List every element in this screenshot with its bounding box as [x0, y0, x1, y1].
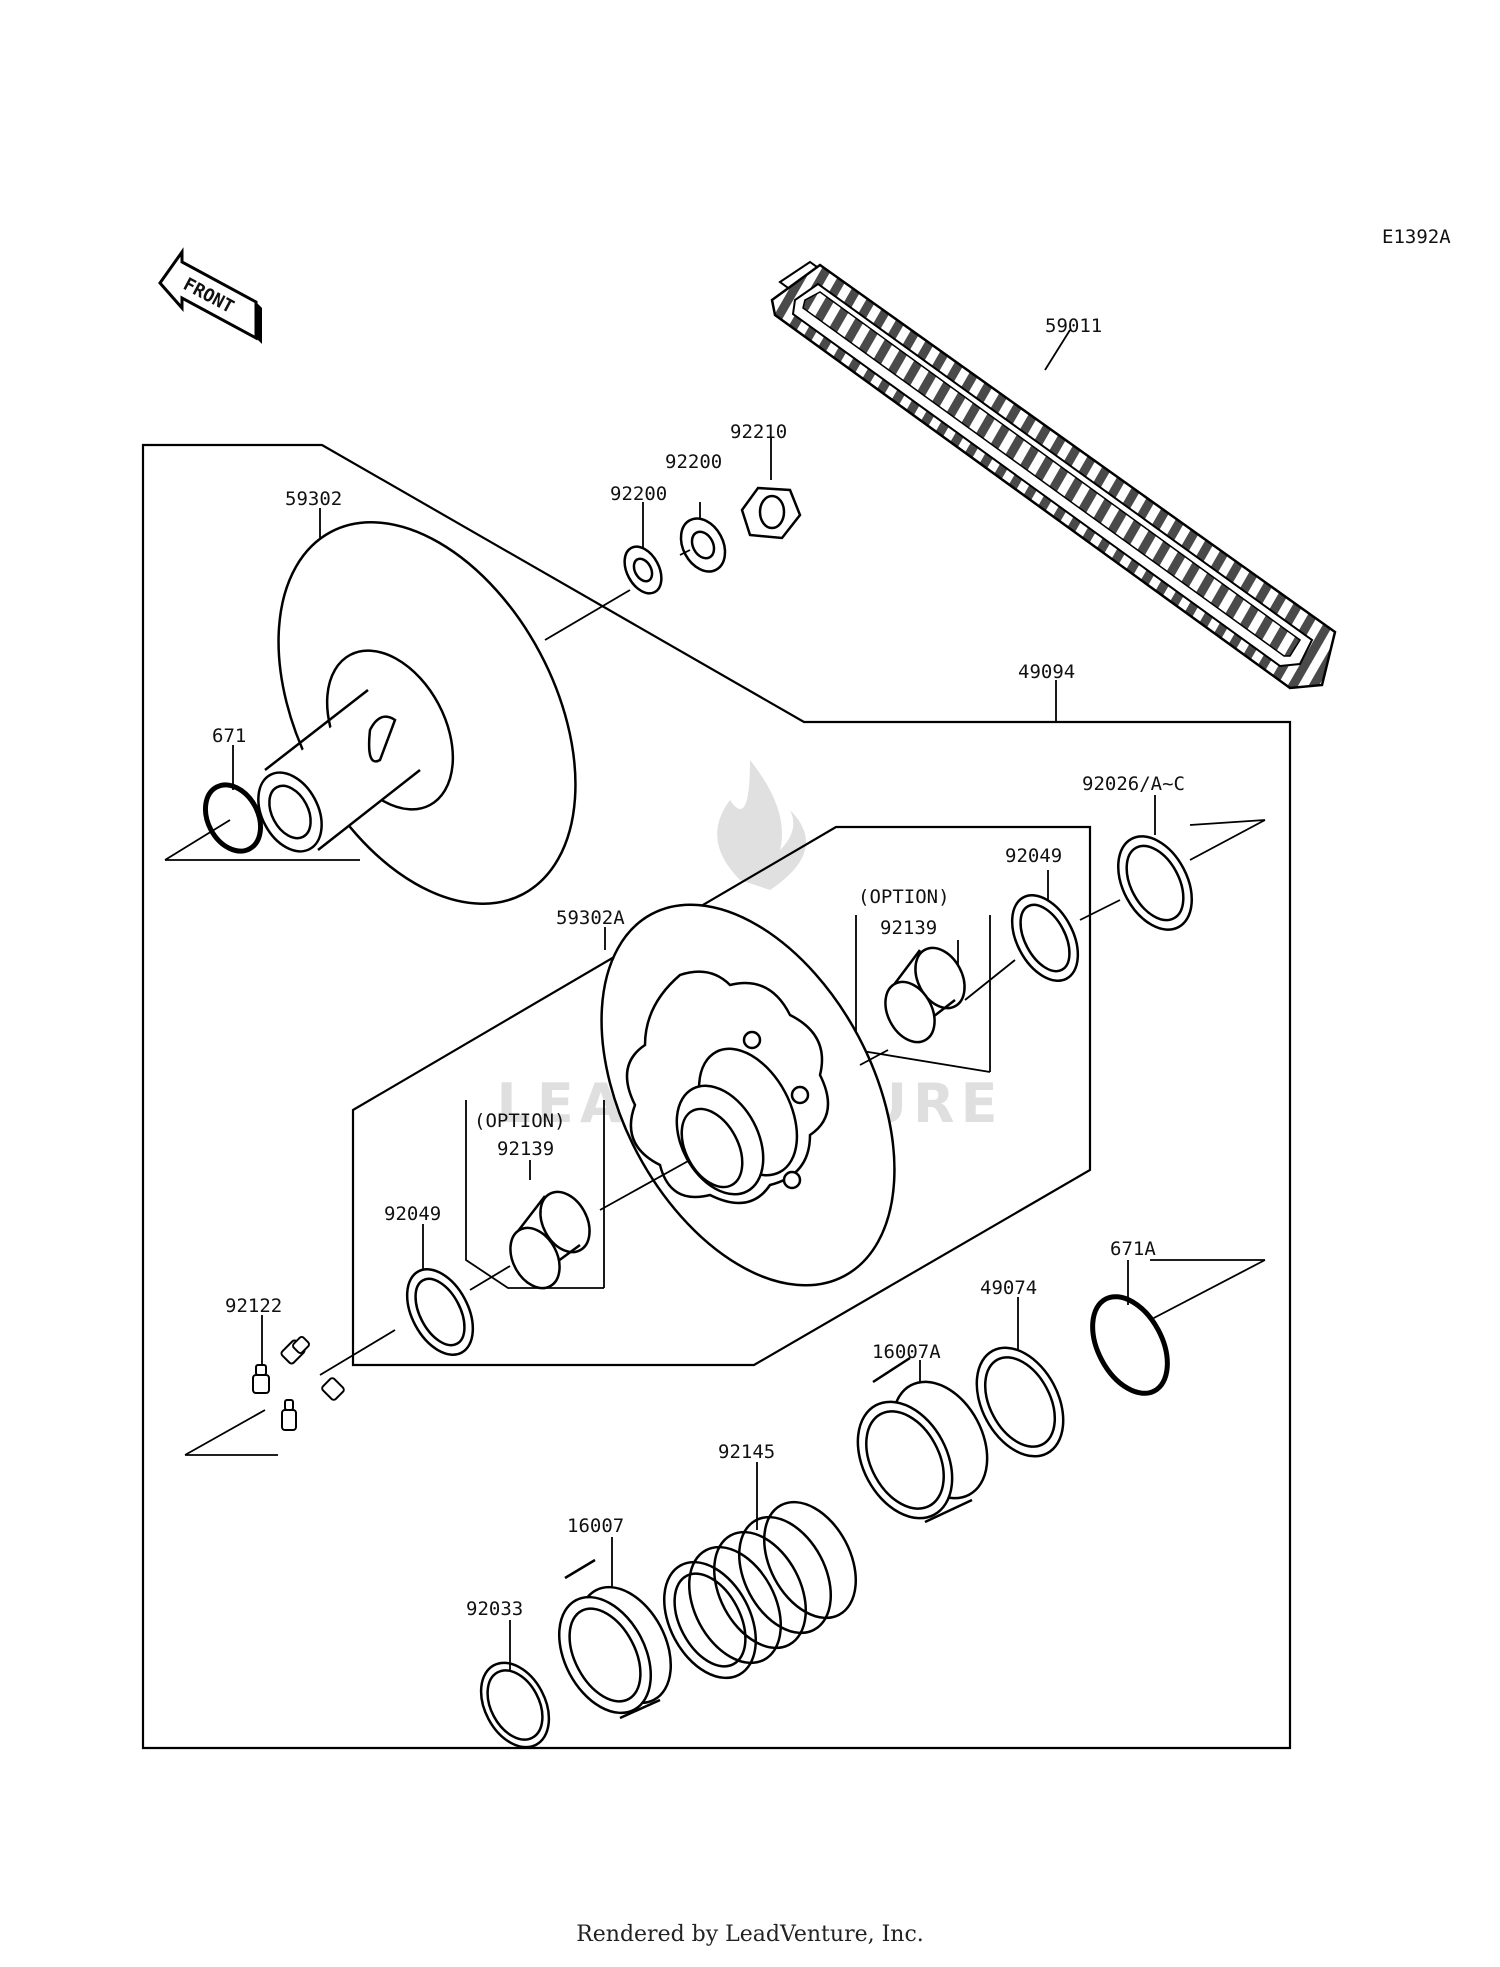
label-oring-large: 671A	[1110, 1238, 1156, 1260]
seal-left-part	[405, 1268, 475, 1356]
spring-part	[662, 1500, 858, 1680]
assembly-outline	[141, 443, 1292, 1750]
label-spring-seat: 16007	[567, 1515, 624, 1537]
label-spring: 92145	[718, 1441, 775, 1463]
bushing-left-part	[509, 1190, 591, 1290]
cam-bushing-part	[856, 1356, 989, 1524]
footer-credit: Rendered by LeadVenture, Inc.	[576, 1922, 924, 1947]
movable-sheave	[600, 903, 896, 1287]
label-nut: 92210	[730, 421, 787, 443]
washer-inner-part	[623, 545, 663, 595]
grease-fitting-parts	[252, 1336, 345, 1431]
label-bushing-right: 92139	[880, 917, 937, 939]
label-shim-right: 92026/A~C	[1082, 773, 1185, 795]
label-sheave-fixed: 59302	[285, 488, 342, 510]
label-option-left: (OPTION)	[474, 1110, 566, 1132]
snap-ring-part	[479, 1661, 551, 1749]
label-bushing-left: 92139	[497, 1138, 554, 1160]
label-grease-fittings: 92122	[225, 1295, 282, 1317]
label-seal-left: 92049	[384, 1203, 441, 1225]
label-belt: 59011	[1045, 315, 1102, 337]
oring-small-part	[202, 782, 264, 854]
label-washer-inner: 92200	[610, 483, 667, 505]
label-snap-ring: 92033	[466, 1598, 523, 1620]
fixed-sheave	[257, 521, 577, 905]
bushing-right-part	[884, 946, 966, 1044]
cam-shim-part	[975, 1346, 1065, 1458]
axis-lines	[164, 549, 1266, 1456]
label-assembly: 49094	[1018, 661, 1075, 683]
label-sheave-movable: 59302A	[556, 907, 625, 929]
label-seal-right: 92049	[1005, 845, 1062, 867]
oring-large-part	[1090, 1294, 1170, 1396]
shim-right-part	[1117, 835, 1193, 931]
movable-sheave-outline	[351, 825, 1092, 1367]
label-oring-small: 671	[212, 725, 246, 747]
diagram-code: E1392A	[1382, 226, 1451, 248]
spring-seat-part	[557, 1558, 673, 1720]
label-cam-bushing: 16007A	[872, 1341, 941, 1363]
nut-part	[740, 486, 802, 540]
front-arrow-icon: FRONT	[158, 247, 262, 344]
label-option-right: (OPTION)	[858, 886, 950, 908]
drive-belt	[770, 260, 1337, 690]
label-cam-shim: 49074	[980, 1277, 1037, 1299]
washer-outer-part	[679, 517, 727, 573]
label-washer-outer: 92200	[665, 451, 722, 473]
seal-right-part	[1010, 894, 1080, 982]
